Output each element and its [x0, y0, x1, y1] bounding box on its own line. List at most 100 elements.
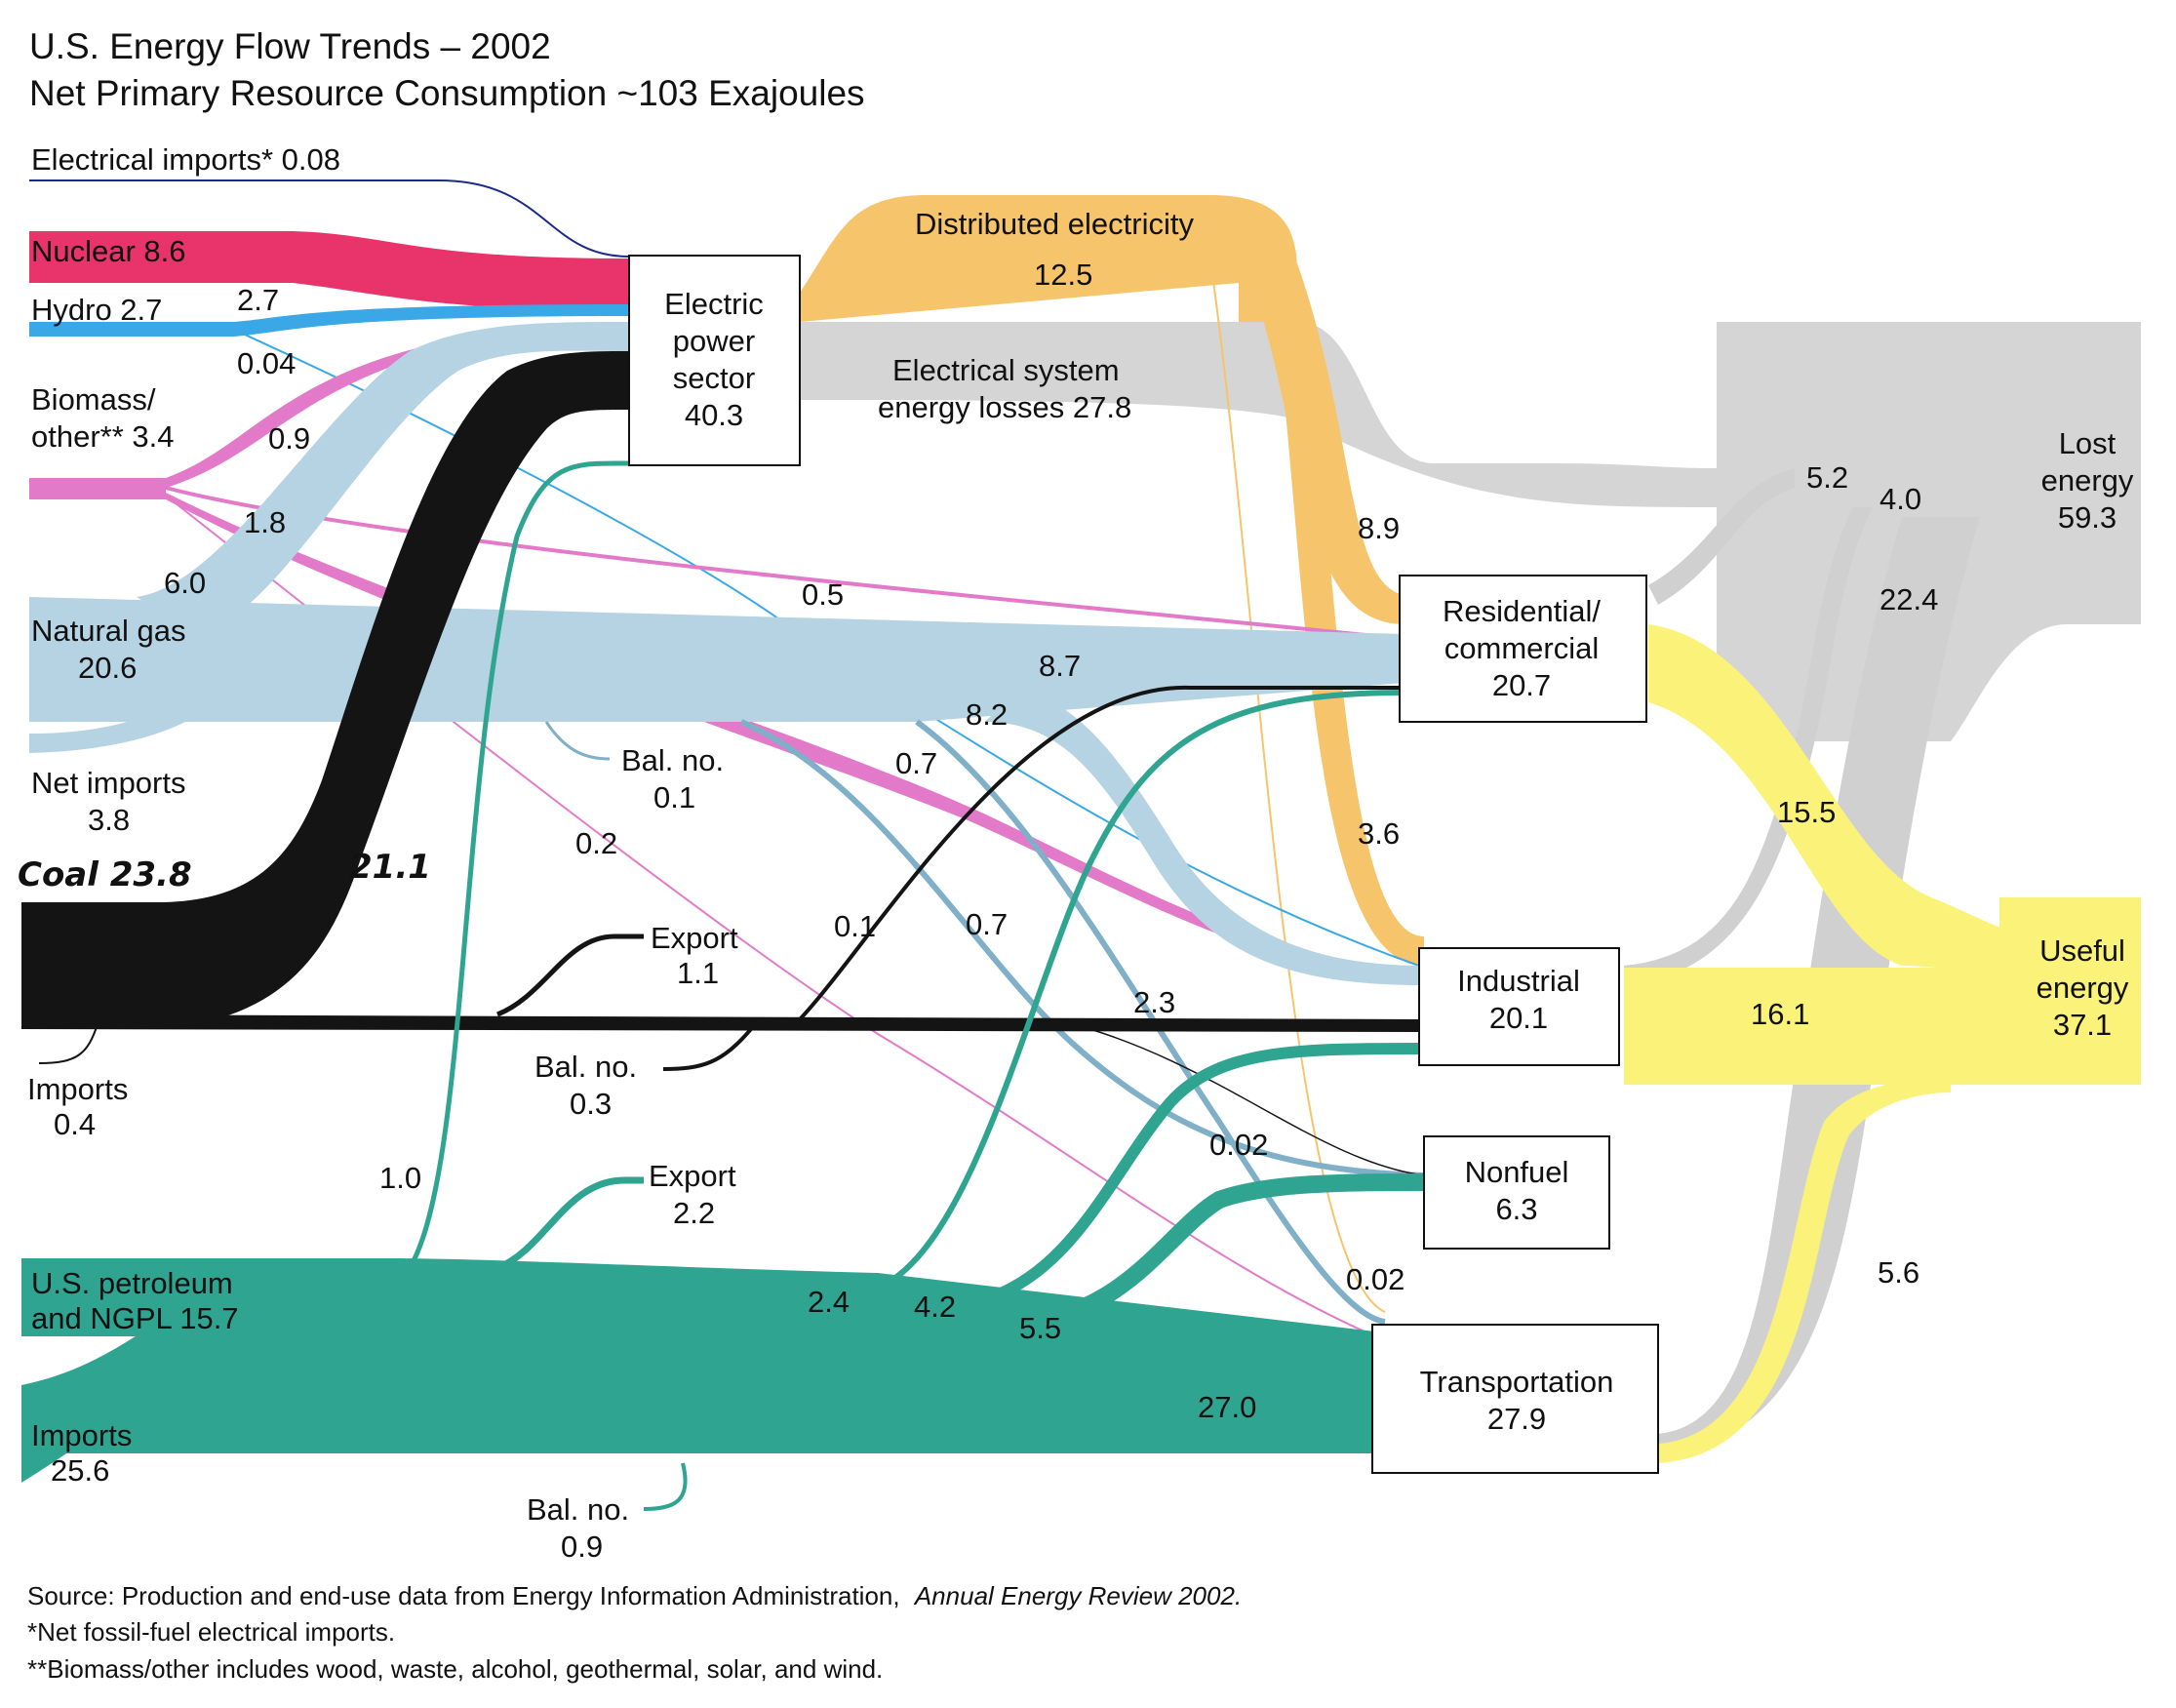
nonfuel-box: Nonfuel 6.3	[1423, 1135, 1610, 1250]
useful-collector	[1999, 897, 2141, 1085]
electricity-thin-to-transport	[1208, 253, 1386, 1313]
natural-gas-main-flow	[29, 597, 1405, 722]
coal-imports-label-line2: 0.4	[54, 1107, 96, 1141]
ind-lost-value: 4.0	[1879, 482, 1921, 516]
coal-residential-value: 0.1	[834, 909, 876, 943]
svg-text:power: power	[673, 324, 755, 358]
oil-bal-label-line1: Bal. no.	[527, 1492, 629, 1527]
electrical-imports-label: Electrical imports* 0.08	[31, 142, 340, 177]
useful-energy-label-line1: Useful	[2039, 933, 2125, 968]
imports-oil-flow	[21, 1268, 244, 1483]
hydro-label: Hydro 2.7	[31, 293, 162, 327]
distributed-electricity-label: Distributed electricity	[915, 207, 1194, 241]
oil-nonfuel-value: 5.5	[1019, 1311, 1061, 1345]
coal-main-flow	[21, 351, 629, 1024]
petroleum-label-line1: U.S. petroleum	[31, 1266, 233, 1300]
petroleum-to-industrial-flow	[973, 1043, 1425, 1308]
elec-residential-value: 8.9	[1358, 511, 1400, 545]
losses-label-line1: Electrical system	[892, 353, 1120, 387]
oil-bal-label-line2: 0.9	[561, 1529, 603, 1564]
lost-energy-label-line3: 59.3	[2058, 500, 2117, 535]
useful-energy-label-line2: energy	[2037, 971, 2129, 1005]
natural-gas-label-line2: 20.6	[78, 651, 137, 685]
industrial-box: Industrial 20.1	[1418, 947, 1620, 1066]
coal-to-power-handwritten: 21.1	[349, 848, 431, 887]
electrical-imports-flow	[29, 179, 630, 258]
petroleum-to-residential-flow	[876, 690, 1405, 1291]
lost-energy-flows	[800, 322, 2141, 1453]
diagram-title: U.S. Energy Flow Trends – 2002	[29, 26, 551, 66]
gas-residential-value: 8.7	[1039, 649, 1081, 683]
gas-to-power-value: 6.0	[164, 566, 206, 600]
svg-text:Electric: Electric	[664, 287, 764, 321]
petroleum-export-line	[495, 1176, 644, 1272]
gas-industrial-value: 8.2	[966, 697, 1008, 732]
coal-to-residential-line	[798, 685, 1405, 1021]
coal-export-label-line1: Export	[651, 921, 738, 955]
useful-energy-label-line3: 37.1	[2053, 1008, 2112, 1042]
svg-text:6.3: 6.3	[1495, 1192, 1537, 1226]
biomass-residential-value: 0.5	[802, 577, 844, 612]
industrial-lost-flow	[1624, 507, 1873, 985]
coal-flows	[21, 351, 1425, 1176]
hydro-to-power-value: 2.7	[237, 283, 279, 317]
res-useful-value: 15.5	[1777, 795, 1836, 829]
losses-label-line2: energy losses 27.8	[878, 390, 1131, 424]
transportation-box: Transportation 27.9	[1371, 1324, 1659, 1474]
oil-imports-label-line1: Imports	[31, 1418, 132, 1452]
electricity-to-industrial-flow	[1268, 273, 1424, 966]
coal-export-line	[496, 933, 644, 1017]
residential-lost-flow	[1648, 468, 1795, 605]
distributed-electricity-flows	[800, 195, 1424, 1313]
svg-text:Transportation: Transportation	[1420, 1365, 1614, 1399]
coal-imports-label-line1: Imports	[27, 1072, 128, 1106]
svg-text:27.9: 27.9	[1487, 1402, 1546, 1436]
diagram-subtitle: Net Primary Resource Consumption ~103 Ex…	[29, 73, 865, 113]
coal-handwritten-label: Coal 23.8	[18, 855, 192, 894]
electric-power-sector-box: Electric power sector 40.3	[628, 255, 801, 466]
gas-bal-label-line1: Bal. no.	[621, 743, 724, 777]
lost-energy-label-line1: Lost	[2059, 426, 2117, 460]
net-imports-gas-flow	[29, 700, 185, 753]
biomass-transport-value: 0.2	[575, 826, 617, 860]
oil-to-power-value: 1.0	[379, 1161, 421, 1195]
biomass-label-line2: other** 3.4	[31, 419, 175, 454]
biomass-industrial-value: 1.8	[244, 505, 286, 539]
gas-transport-value: 0.7	[895, 746, 937, 780]
coal-bal-line	[662, 1027, 753, 1071]
res-lost-value: 5.2	[1806, 460, 1848, 495]
petroleum-to-power-line	[407, 460, 630, 1270]
oil-residential-value: 2.4	[808, 1285, 850, 1319]
coal-bal-label-line1: Bal. no.	[534, 1050, 637, 1084]
nuclear-label: Nuclear 8.6	[31, 234, 186, 268]
net-imports-label-line1: Net imports	[31, 766, 185, 800]
gas-to-power-flow	[137, 322, 629, 634]
ind-useful-value: 16.1	[1751, 997, 1809, 1031]
biomass-to-power-flow	[166, 322, 629, 488]
biomass-label-line1: Biomass/	[31, 382, 156, 417]
natural-gas-label-line1: Natural gas	[31, 614, 186, 648]
oil-industrial-value: 4.2	[914, 1290, 956, 1324]
svg-text:Residential/: Residential/	[1443, 594, 1601, 628]
oil-export-label-line1: Export	[649, 1159, 736, 1193]
oil-transport-value: 27.0	[1198, 1390, 1256, 1424]
elec-industrial-value: 3.6	[1358, 816, 1400, 851]
trans-useful-value: 5.6	[1878, 1255, 1919, 1290]
hydro-other-value: 0.04	[237, 346, 296, 380]
useful-energy-flows	[1624, 624, 2141, 1463]
petroleum-main-flow	[21, 1258, 1375, 1453]
trans-lost-value: 22.4	[1879, 582, 1938, 616]
svg-text:40.3: 40.3	[685, 398, 743, 432]
petroleum-flows	[21, 460, 1425, 1511]
footnote-1: *Net fossil-fuel electrical imports.	[27, 1617, 395, 1647]
biomass-source-flow	[29, 478, 166, 499]
petroleum-label-line2: and NGPL 15.7	[31, 1301, 239, 1335]
petroleum-bal-line	[643, 1462, 688, 1511]
gas-bal-line	[544, 721, 611, 761]
hydro-to-power-flow	[29, 304, 629, 337]
coal-transport-value: 0.02	[1346, 1262, 1405, 1296]
gas-nonfuel-value: 0.7	[966, 907, 1008, 941]
residential-commercial-box: Residential/ commercial 20.7	[1399, 575, 1647, 723]
coal-export-label-line2: 1.1	[677, 956, 719, 990]
